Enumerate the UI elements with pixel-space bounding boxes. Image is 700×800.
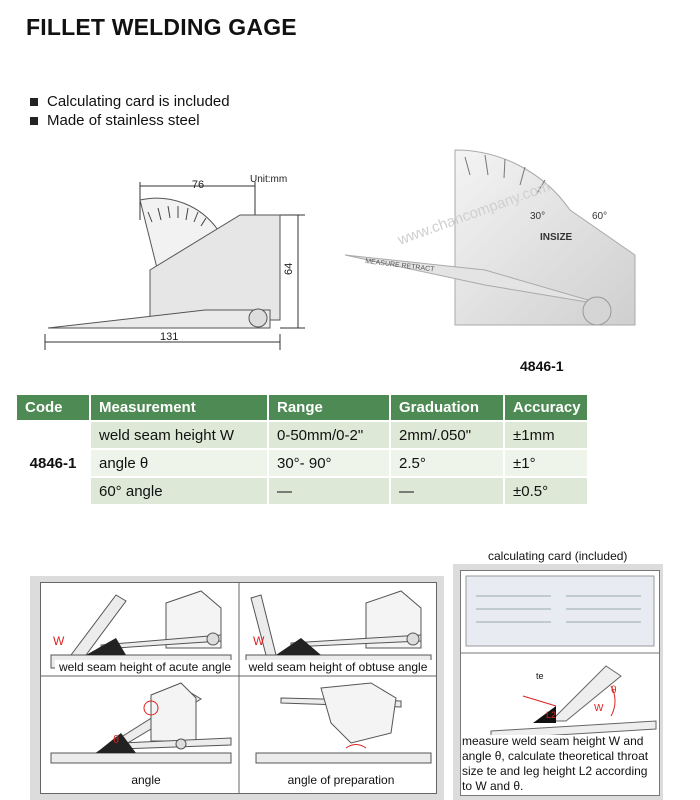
table-header-row: Code Measurement Range Graduation Accura… <box>17 395 589 422</box>
accuracy-cell: ±1° <box>504 449 589 478</box>
graduation-cell: — <box>390 477 505 506</box>
calc-card-panel: te L2 W θ <box>460 570 660 796</box>
measurement-cell: weld seam height W <box>90 421 269 450</box>
label-te: te <box>536 671 544 681</box>
calc-card-description: measure weld seam height W and angle θ, … <box>462 734 649 793</box>
accuracy-cell: ±0.5° <box>504 477 589 506</box>
label-l2: L2 <box>546 710 556 720</box>
dimension-64: 64 <box>283 263 295 275</box>
col-graduation: Graduation <box>390 395 505 422</box>
w-label: W <box>53 634 65 648</box>
theta-label: θ <box>113 734 119 746</box>
unit-label: Unit:mm <box>250 174 287 185</box>
table-row: 60° angle — — ±0.5° <box>17 477 589 506</box>
spec-table: Code Measurement Range Graduation Accura… <box>17 395 589 506</box>
accuracy-cell: ±1mm <box>504 421 589 450</box>
w-label: W <box>253 634 265 648</box>
col-accuracy: Accuracy <box>504 395 589 422</box>
code-cell: 4846-1 <box>17 421 91 506</box>
range-cell: 0-50mm/0-2" <box>268 421 391 450</box>
graduation-cell: 2.5° <box>390 449 505 478</box>
col-code: Code <box>17 395 91 422</box>
page-title: FILLET WELDING GAGE <box>26 14 297 40</box>
dimension-131: 131 <box>160 331 178 343</box>
product-photo: 30° 60° INSIZE MEASURE RETRACT www.chanc… <box>344 149 636 326</box>
range-cell: — <box>268 477 391 506</box>
retract-label: MEASURE RETRACT <box>365 258 436 274</box>
caption-acute: weld seam height of acute angle <box>55 660 235 674</box>
caption-obtuse: weld seam height of obtuse angle <box>244 660 432 674</box>
table-row: angle θ 30°- 90° 2.5° ±1° <box>17 449 589 478</box>
range-cell: 30°- 90° <box>268 449 391 478</box>
label-30: 30° <box>530 211 545 222</box>
label-60: 60° <box>592 211 607 222</box>
brand-logo: INSIZE <box>540 232 573 243</box>
bullet-icon <box>30 116 38 125</box>
graduation-cell: 2mm/.050" <box>390 421 505 450</box>
calc-card-title: calculating card (included) <box>488 549 628 563</box>
feature-text: Made of stainless steel <box>47 112 200 129</box>
model-code: 4846-1 <box>520 358 564 374</box>
feature-list: Calculating card is included Made of sta… <box>30 92 230 130</box>
dimension-drawing: 76 Unit:mm 64 131 <box>44 174 305 350</box>
table-row: 4846-1 weld seam height W 0-50mm/0-2" 2m… <box>17 421 589 506</box>
calc-card-illustration: te L2 W θ <box>461 575 659 735</box>
col-range: Range <box>268 395 391 422</box>
usage-panel: W W θ weld seam height of acute <box>40 582 437 794</box>
feature-text: Calculating card is included <box>47 93 230 110</box>
measurement-cell: angle θ <box>90 449 269 478</box>
label-w: W <box>594 703 604 714</box>
bullet-icon <box>30 97 38 106</box>
feature-item: Made of stainless steel <box>30 111 230 130</box>
dimension-76: 76 <box>192 179 204 191</box>
col-measurement: Measurement <box>90 395 269 422</box>
label-theta: θ <box>611 685 617 696</box>
measurement-cell: 60° angle <box>90 477 269 506</box>
caption-preparation: angle of preparation <box>281 773 401 787</box>
feature-item: Calculating card is included <box>30 92 230 111</box>
usage-illustrations: W W θ <box>41 583 436 793</box>
caption-angle: angle <box>101 773 191 787</box>
